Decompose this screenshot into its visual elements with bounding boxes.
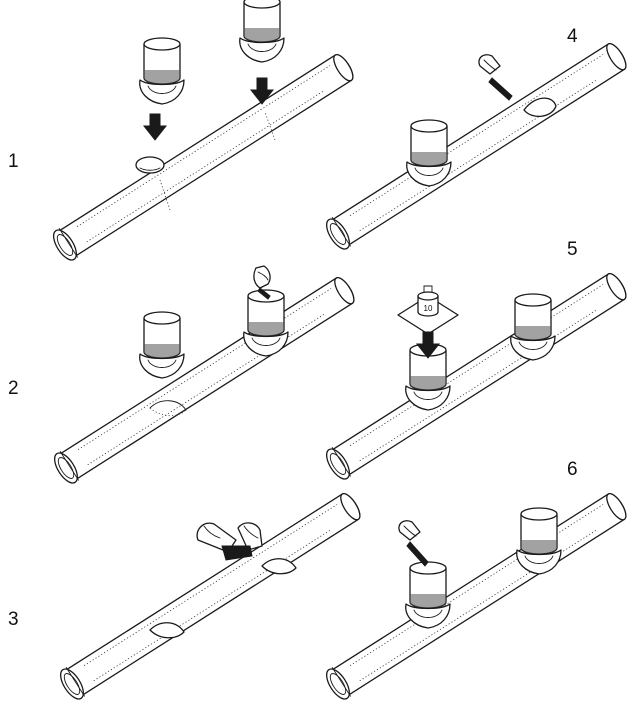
arrow-down-icon [143,113,167,141]
welding-tool-icon [398,520,429,567]
saddle-fitting [516,507,562,575]
step-1-panel [48,0,359,265]
cut-outline [149,407,187,417]
saddle-fitting [243,289,289,357]
step-5-panel: 10 [321,268,632,484]
cut-line [264,111,276,141]
weight-plate: 10 [397,285,459,335]
step-number-3: 3 [8,609,19,630]
pipe [321,38,632,254]
hands-cutting-icon [196,522,263,561]
saddle-fitting [139,311,185,379]
step-number-6: 6 [567,459,578,480]
marked-hole [523,97,557,117]
cut-outline [149,400,187,411]
saddle-fitting [239,0,285,63]
step-number-2: 2 [8,378,19,399]
saddle-fitting [406,119,452,187]
marking-pen-icon [478,54,513,101]
pipe [55,488,366,704]
step-2-panel [49,265,360,488]
pipe [48,49,359,265]
saddle-fitting [510,293,556,361]
step-3-panel [55,488,366,704]
cut-hole [261,558,297,575]
pipe [321,488,632,704]
step-4-panel [321,38,632,254]
step-number-4: 4 [567,26,578,47]
cut-hole [149,622,185,639]
step-6-panel [321,488,632,704]
pipe [49,272,360,488]
saddle-fitting [139,37,185,105]
step-number-5: 5 [567,239,578,260]
saddle-fitting [405,561,451,629]
weight-label: 10 [424,304,433,313]
pipe [321,268,632,484]
marking-icon [135,156,165,174]
step-number-1: 1 [8,151,19,172]
